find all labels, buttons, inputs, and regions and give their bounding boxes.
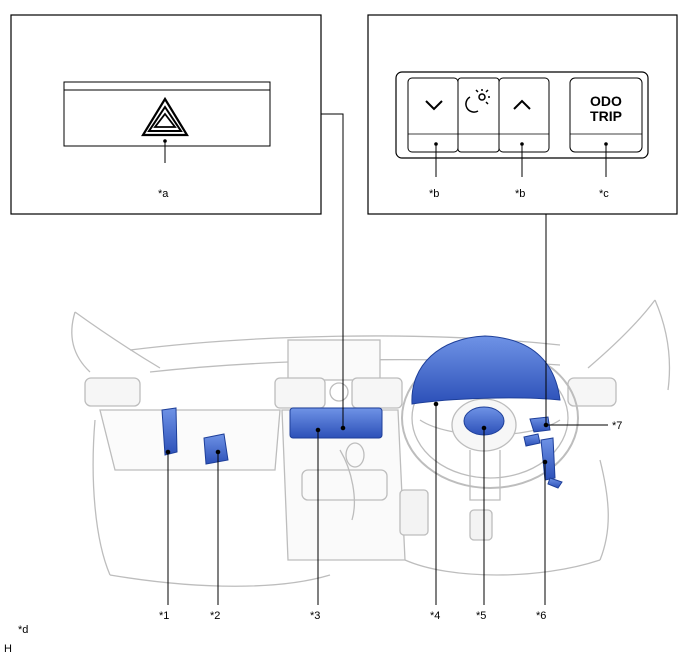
legend-d: *d (18, 624, 29, 636)
part-2 (203, 433, 229, 465)
part-1 (161, 407, 178, 456)
hazard-triangle-icon (141, 96, 189, 137)
part-7 (529, 416, 551, 433)
callout-b-2: *b (515, 188, 525, 200)
callout-c: *c (599, 188, 609, 200)
callout-7: *7 (612, 420, 622, 432)
callout-2: *2 (210, 610, 220, 622)
chevron-up-icon (513, 99, 531, 110)
brightness-switch (457, 77, 500, 153)
dashboard-illustration (71, 299, 671, 587)
highlighted-parts (161, 335, 563, 489)
part-3 (289, 407, 383, 439)
meter-switch-detail-box: ODO TRIP *b *b *c (367, 14, 678, 215)
callout-3: *3 (310, 610, 320, 622)
odo-label: ODO (590, 93, 622, 109)
odo-trip-switch: ODO TRIP (569, 77, 643, 153)
callout-6: *6 (536, 610, 546, 622)
chevron-down-icon (425, 100, 443, 111)
down-switch (407, 77, 459, 153)
up-switch (498, 77, 550, 153)
callout-5: *5 (476, 610, 486, 622)
corner-code: H (4, 643, 12, 655)
trip-label: TRIP (590, 108, 622, 124)
callout-1: *1 (159, 610, 169, 622)
brightness-icon (465, 89, 490, 113)
part-4 (411, 335, 561, 405)
callout-4: *4 (430, 610, 440, 622)
callout-a: *a (158, 188, 169, 200)
hazard-switch (63, 81, 271, 147)
callout-b-1: *b (429, 188, 439, 200)
leader-lines (165, 113, 608, 605)
hazard-detail-box: *a (10, 14, 322, 215)
